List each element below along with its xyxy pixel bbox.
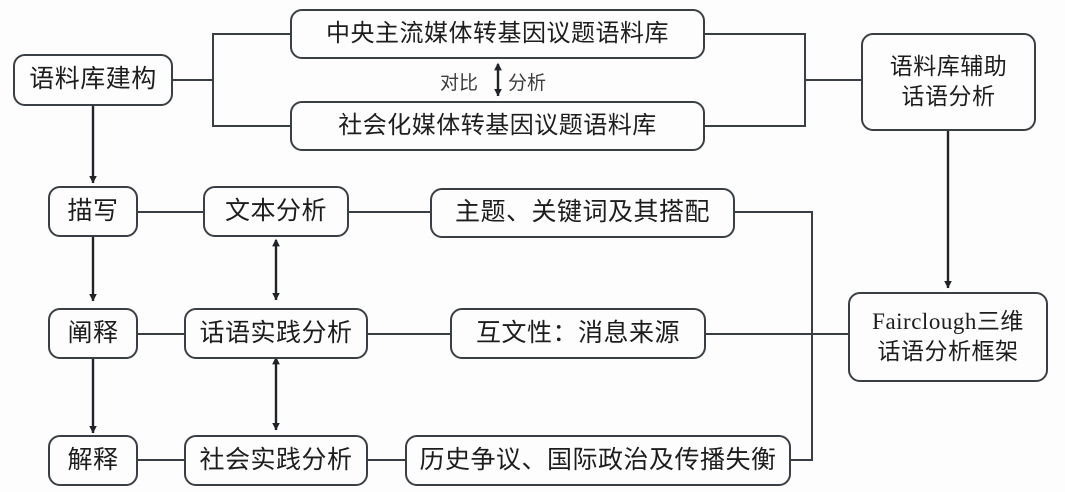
node-history-politics-imbalance[interactable]: 历史争议、国际政治及传播失衡 [405,435,791,486]
node-intertextuality-source[interactable]: 互文性：消息来源 [450,308,706,359]
node-social-practice-analysis[interactable]: 社会实践分析 [184,435,368,486]
cad-line-2: 话语分析 [901,84,996,109]
node-explain[interactable]: 解释 [48,435,138,486]
node-corpus-assisted-discourse-analysis[interactable]: 语料库辅助 话语分析 [861,33,1036,131]
cad-line-1: 语料库辅助 [889,54,1008,80]
fairclough-line-2: 话语分析框架 [877,339,1019,364]
node-fairclough-framework[interactable]: Fairclough三维 话语分析框架 [848,292,1048,382]
edge-bracket-top-branch [212,33,291,81]
edge-label-compare: 对比 [440,73,479,94]
node-corpus-construction[interactable]: 语料库建构 [13,54,173,106]
edge-bracket-bottom-branch [212,79,291,127]
fairclough-line-1: Fairclough三维 [872,309,1024,335]
node-central-media-corpus[interactable]: 中央主流媒体转基因议题语料库 [290,9,705,59]
edge-label-analyze: 分析 [508,73,547,94]
node-themes-keywords-collocation[interactable]: 主题、关键词及其搭配 [430,188,735,238]
node-discourse-practice-analysis[interactable]: 话语实践分析 [184,308,368,359]
node-text-analysis[interactable]: 文本分析 [203,186,349,237]
node-interpret[interactable]: 阐释 [48,308,138,359]
edge-social-corpus-to-bus [704,79,806,127]
edge-central-corpus-to-bus [704,33,806,81]
node-social-media-corpus[interactable]: 社会化媒体转基因议题语料库 [290,101,705,151]
node-describe[interactable]: 描写 [48,186,138,237]
